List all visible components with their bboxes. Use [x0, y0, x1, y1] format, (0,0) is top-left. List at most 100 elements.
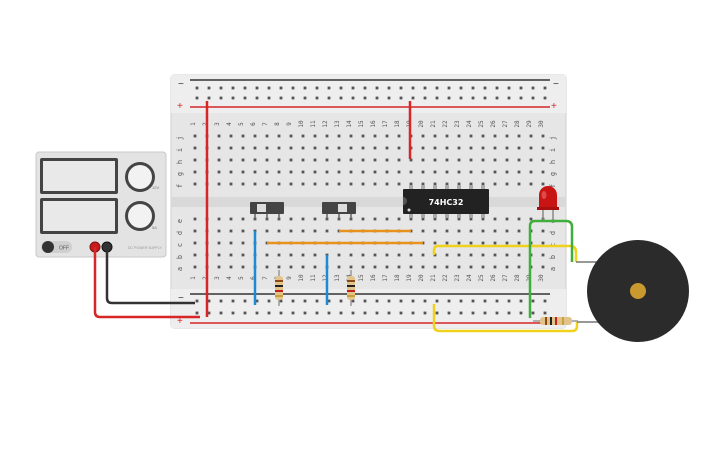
hole[interactable]: [289, 170, 293, 174]
rail-hole[interactable]: [267, 86, 271, 90]
hole[interactable]: [337, 253, 341, 257]
hole[interactable]: [241, 241, 245, 245]
hole[interactable]: [277, 182, 281, 186]
hole[interactable]: [325, 134, 329, 138]
hole[interactable]: [217, 182, 221, 186]
hole[interactable]: [481, 265, 485, 269]
rail-hole[interactable]: [279, 86, 283, 90]
hole[interactable]: [193, 217, 197, 221]
hole[interactable]: [217, 217, 221, 221]
rail-hole[interactable]: [339, 299, 343, 303]
rail-hole[interactable]: [291, 311, 295, 315]
rail-hole[interactable]: [231, 311, 235, 315]
rail-hole[interactable]: [279, 311, 283, 315]
hole[interactable]: [193, 170, 197, 174]
rail-hole[interactable]: [339, 86, 343, 90]
rail-hole[interactable]: [435, 311, 439, 315]
rail-hole[interactable]: [207, 96, 211, 100]
rail-hole[interactable]: [387, 311, 391, 315]
hole[interactable]: [397, 253, 401, 257]
hole[interactable]: [397, 217, 401, 221]
rail-hole[interactable]: [243, 299, 247, 303]
hole[interactable]: [409, 265, 413, 269]
hole[interactable]: [193, 265, 197, 269]
hole[interactable]: [313, 253, 317, 257]
hole[interactable]: [529, 158, 533, 162]
hole[interactable]: [229, 134, 233, 138]
hole[interactable]: [253, 146, 257, 150]
rail-hole[interactable]: [291, 299, 295, 303]
hole[interactable]: [517, 217, 521, 221]
rail-hole[interactable]: [243, 86, 247, 90]
rail-hole[interactable]: [543, 299, 547, 303]
rail-hole[interactable]: [279, 96, 283, 100]
hole[interactable]: [529, 134, 533, 138]
hole[interactable]: [313, 182, 317, 186]
hole[interactable]: [469, 146, 473, 150]
wires[interactable]: [93, 101, 600, 333]
rail-hole[interactable]: [411, 299, 415, 303]
hole[interactable]: [493, 253, 497, 257]
rail-hole[interactable]: [231, 96, 235, 100]
hole[interactable]: [349, 253, 353, 257]
hole[interactable]: [361, 146, 365, 150]
hole[interactable]: [445, 253, 449, 257]
rail-hole[interactable]: [267, 96, 271, 100]
hole[interactable]: [385, 170, 389, 174]
hole[interactable]: [469, 265, 473, 269]
hole[interactable]: [541, 253, 545, 257]
rail-hole[interactable]: [423, 86, 427, 90]
hole[interactable]: [469, 182, 473, 186]
hole[interactable]: [217, 146, 221, 150]
rail-hole[interactable]: [363, 86, 367, 90]
hole[interactable]: [301, 146, 305, 150]
rail-hole[interactable]: [207, 299, 211, 303]
hole[interactable]: [313, 146, 317, 150]
hole[interactable]: [349, 146, 353, 150]
rail-hole[interactable]: [315, 86, 319, 90]
rail-hole[interactable]: [447, 311, 451, 315]
rail-hole[interactable]: [327, 86, 331, 90]
hole[interactable]: [445, 182, 449, 186]
rail-hole[interactable]: [219, 299, 223, 303]
rail-hole[interactable]: [543, 86, 547, 90]
rail-hole[interactable]: [387, 86, 391, 90]
hole[interactable]: [229, 182, 233, 186]
hole[interactable]: [337, 146, 341, 150]
rail-hole[interactable]: [375, 311, 379, 315]
hole[interactable]: [193, 158, 197, 162]
rail-hole[interactable]: [255, 86, 259, 90]
hole[interactable]: [493, 158, 497, 162]
hole[interactable]: [373, 134, 377, 138]
hole[interactable]: [457, 217, 461, 221]
rail-hole[interactable]: [351, 311, 355, 315]
hole[interactable]: [193, 134, 197, 138]
hole[interactable]: [373, 146, 377, 150]
hole[interactable]: [481, 253, 485, 257]
wire-yellow-top[interactable]: [432, 244, 578, 262]
rail-hole[interactable]: [291, 86, 295, 90]
rail-hole[interactable]: [531, 96, 535, 100]
hole[interactable]: [217, 170, 221, 174]
rail-hole[interactable]: [243, 96, 247, 100]
hole[interactable]: [433, 229, 437, 233]
hole[interactable]: [301, 158, 305, 162]
rail-hole[interactable]: [459, 311, 463, 315]
hole[interactable]: [481, 229, 485, 233]
hole[interactable]: [265, 134, 269, 138]
hole[interactable]: [301, 253, 305, 257]
resistor-2[interactable]: [347, 270, 355, 306]
hole[interactable]: [469, 229, 473, 233]
hole[interactable]: [409, 217, 413, 221]
rail-hole[interactable]: [195, 86, 199, 90]
hole[interactable]: [409, 253, 413, 257]
hole[interactable]: [397, 146, 401, 150]
hole[interactable]: [277, 158, 281, 162]
rail-hole[interactable]: [207, 311, 211, 315]
hole[interactable]: [277, 134, 281, 138]
hole[interactable]: [529, 170, 533, 174]
hole[interactable]: [349, 158, 353, 162]
rail-hole[interactable]: [423, 96, 427, 100]
hole[interactable]: [289, 134, 293, 138]
hole[interactable]: [229, 170, 233, 174]
